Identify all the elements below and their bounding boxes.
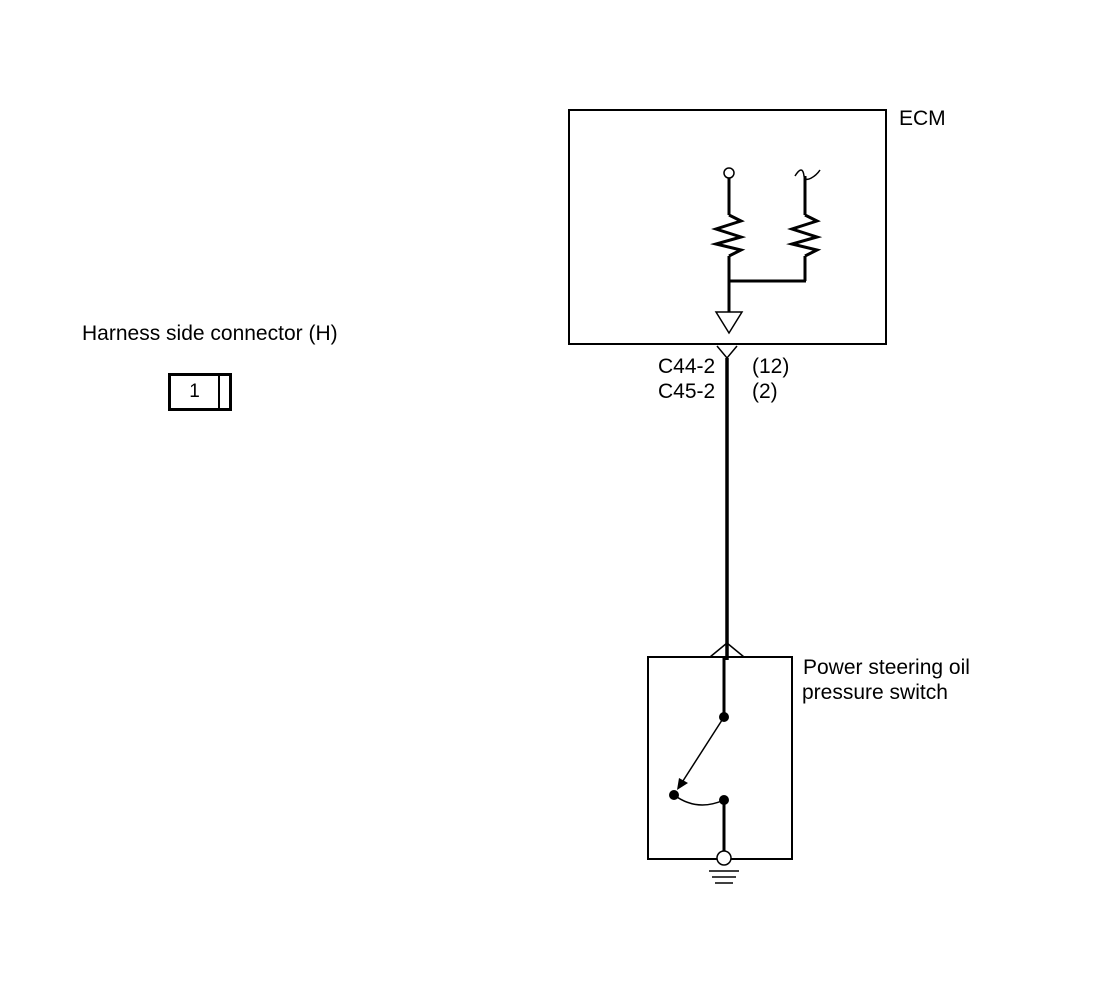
switch-box	[647, 656, 793, 860]
switch-ground-terminal-icon	[716, 850, 732, 866]
ecm-reference-terminal-icon	[723, 167, 735, 179]
switch-blade-arrowhead-icon	[677, 778, 688, 790]
ecm-sense-terminal-icon	[794, 169, 821, 181]
ecm-connector-chevron-icon	[716, 345, 738, 360]
ecm-box	[568, 109, 887, 345]
switch-contact-arc	[673, 794, 725, 806]
switch-label-line-2: pressure switch	[802, 681, 948, 704]
switch-blade	[680, 716, 725, 785]
switch-label-line-1: Power steering oil	[803, 656, 970, 679]
c44-connector-label: C44-2	[658, 355, 716, 378]
harness-connector-face: 1	[168, 373, 232, 411]
connector-pin-number: 1	[189, 381, 200, 402]
ecm-left-resistor-icon	[710, 213, 747, 258]
ecm-label: ECM	[899, 107, 946, 130]
c45-connector-label: C45-2	[658, 380, 716, 403]
ecm-ground-triangle-icon	[714, 311, 744, 335]
c45-pin-label: (2)	[752, 380, 778, 403]
c44-pin-label: (12)	[752, 355, 790, 378]
switch-connector-chevron-icon	[709, 642, 745, 658]
ecm-right-resistor-icon	[786, 213, 823, 258]
connector-lock-divider	[218, 376, 220, 408]
harness-connector-title: Harness side connector (H)	[82, 322, 338, 345]
